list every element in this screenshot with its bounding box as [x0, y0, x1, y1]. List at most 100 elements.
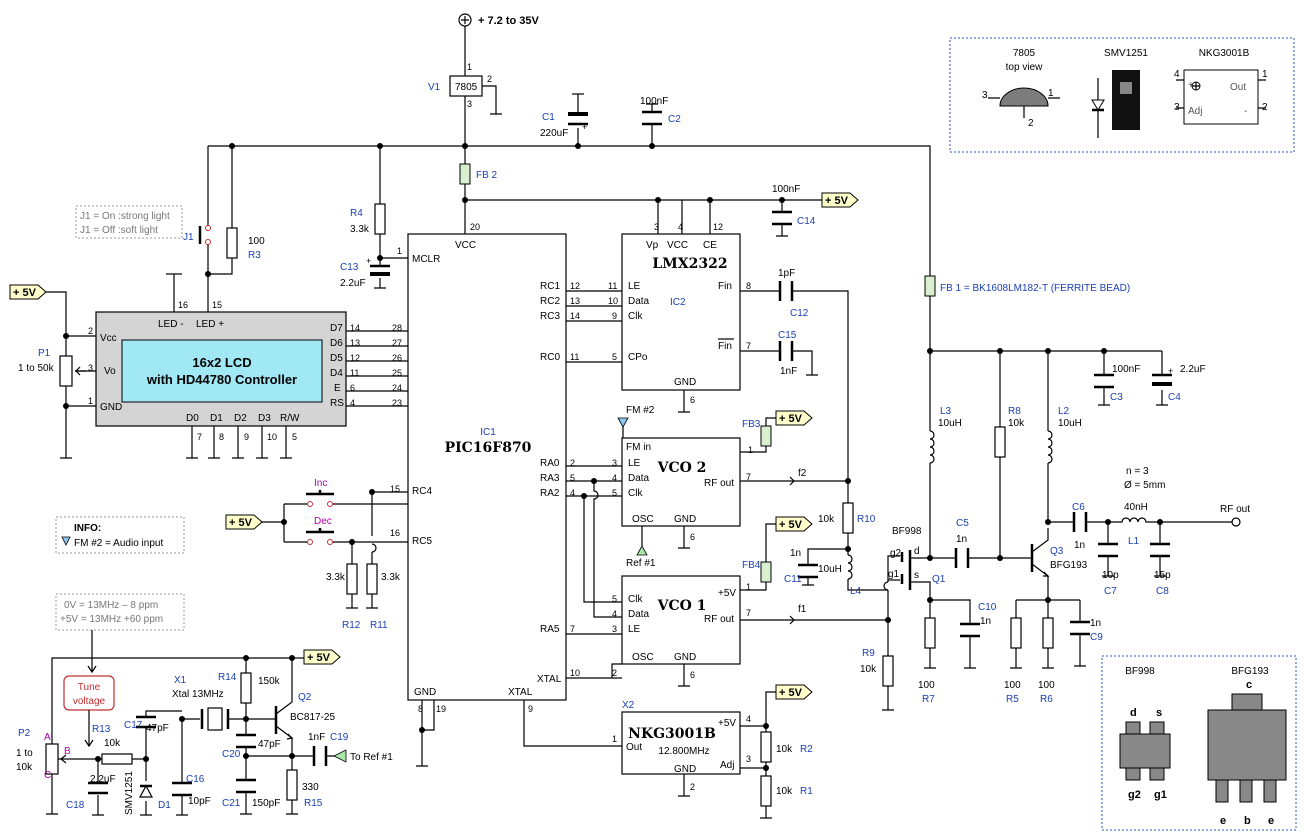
svg-text:7: 7 — [746, 608, 751, 618]
svg-text:27: 27 — [392, 338, 402, 348]
svg-text:+ 5V: + 5V — [779, 519, 803, 531]
svg-text:Vp: Vp — [646, 240, 659, 251]
svg-text:D2: D2 — [234, 413, 247, 424]
svg-text:GND: GND — [674, 764, 696, 775]
svg-text:3: 3 — [654, 222, 659, 232]
svg-text:RF out: RF out — [1220, 504, 1250, 515]
svg-text:4: 4 — [678, 222, 683, 232]
svg-text:1: 1 — [88, 396, 93, 406]
svg-text:XTAL: XTAL — [508, 687, 533, 698]
svg-text:100: 100 — [918, 680, 935, 691]
ref-output-icon — [333, 749, 347, 763]
svg-text:7: 7 — [746, 341, 751, 351]
svg-text:C2: C2 — [668, 114, 681, 125]
pic-vco-wiring — [566, 465, 622, 679]
svg-text:+5V: +5V — [718, 718, 736, 729]
svg-text:FB 2: FB 2 — [476, 170, 498, 181]
svg-text:Data: Data — [628, 473, 650, 484]
svg-text:25: 25 — [392, 368, 402, 378]
svg-text:150pF: 150pF — [252, 798, 280, 809]
svg-text:1: 1 — [748, 445, 753, 455]
svg-text:1nF: 1nF — [780, 366, 797, 377]
lcd-right-pins: D7 D6 D5 D4 E RS 14 13 12 11 6 4 28 27 2… — [330, 323, 408, 409]
resistor-r14 — [240, 672, 252, 704]
svg-text:100nF: 100nF — [1112, 364, 1140, 375]
svg-text:4: 4 — [612, 609, 617, 619]
svg-text:11: 11 — [350, 368, 359, 378]
svg-text:Q1: Q1 — [932, 574, 946, 585]
svg-text:RC5: RC5 — [412, 536, 432, 547]
resistor-r12 — [346, 563, 358, 595]
resistor-r11 — [366, 563, 378, 595]
fb2-section: FB 2 100nF C14 + 5V — [459, 146, 859, 237]
svg-text:2.2uF: 2.2uF — [1180, 364, 1206, 375]
resistor-r13 — [101, 753, 133, 765]
svg-text:R8: R8 — [1008, 406, 1021, 417]
svg-text:7: 7 — [746, 472, 751, 482]
svg-text:1n: 1n — [1090, 618, 1101, 629]
resistor-r7 — [924, 617, 936, 649]
resistor-r9 — [882, 655, 894, 687]
svg-text:8: 8 — [418, 704, 423, 714]
pinout-legend: 7805 top view 3 1 2 SMV1251 NKG3001B Out… — [949, 37, 1295, 153]
lcd-subtitle: with HD44780 Controller — [146, 372, 297, 387]
svg-text:D7: D7 — [330, 323, 343, 334]
svg-text:10uH: 10uH — [1058, 418, 1082, 429]
resistor-r4 — [374, 203, 386, 235]
varactor-d1-icon — [138, 784, 154, 798]
ferrite-fb3 — [760, 425, 772, 447]
svg-text:D3: D3 — [258, 413, 271, 424]
svg-text:LMX2322: LMX2322 — [652, 256, 727, 272]
svg-text:C6: C6 — [1072, 502, 1085, 513]
svg-text:RA5: RA5 — [540, 624, 560, 635]
rf-out-terminal — [1231, 517, 1241, 527]
svg-text:OSC: OSC — [632, 514, 654, 525]
potentiometer-p1 — [59, 355, 73, 387]
svg-text:RC2: RC2 — [540, 296, 560, 307]
svg-text:1pF: 1pF — [778, 268, 795, 279]
svg-text:1n: 1n — [956, 534, 967, 545]
svg-text:Data: Data — [628, 296, 650, 307]
svg-text:6: 6 — [690, 532, 695, 542]
svg-text:LE: LE — [628, 458, 641, 469]
svg-text:D1: D1 — [210, 413, 223, 424]
svg-text:B: B — [64, 746, 71, 757]
svg-text:+: + — [582, 122, 587, 132]
svg-text:9: 9 — [244, 432, 249, 442]
svg-text:J1 = Off :soft light: J1 = Off :soft light — [80, 225, 158, 236]
svg-text:2: 2 — [88, 326, 93, 336]
svg-text:LE: LE — [628, 281, 641, 292]
svg-text:4: 4 — [612, 473, 617, 483]
svg-text:BC817-25: BC817-25 — [290, 712, 335, 723]
svg-text:R12: R12 — [342, 620, 361, 631]
crystal-x1 — [207, 707, 223, 731]
svg-text:100: 100 — [1038, 680, 1055, 691]
svg-text:BFG193: BFG193 — [1231, 666, 1269, 677]
svg-text:FM #2: FM #2 — [626, 405, 655, 416]
button-dec[interactable]: Dec — [314, 516, 332, 527]
svg-text:BF998: BF998 — [892, 526, 922, 537]
svg-text:RA3: RA3 — [540, 473, 560, 484]
lcd-backlight-section: J1 = On :strong light J1 = Off :soft lig… — [75, 146, 408, 302]
svg-text:Adj: Adj — [1188, 106, 1202, 117]
svg-text:BF998: BF998 — [1125, 666, 1155, 677]
svg-text:10uH: 10uH — [818, 564, 842, 575]
svg-text:GND: GND — [674, 514, 696, 525]
lcd-bottom-pins: D0 D1 D2 D3 R/W 7 8 9 10 5 — [186, 413, 300, 459]
svg-text:8: 8 — [746, 281, 751, 291]
svg-text:C13: C13 — [340, 262, 359, 273]
svg-text:R2: R2 — [800, 744, 813, 755]
svg-text:RA0: RA0 — [540, 458, 560, 469]
ferrite-fb4 — [760, 561, 772, 583]
svg-text:b: b — [1244, 815, 1251, 827]
svg-text:2: 2 — [1262, 102, 1268, 113]
svg-text:GND: GND — [100, 402, 122, 413]
svg-text:-: - — [1244, 106, 1247, 117]
button-inc[interactable]: Inc — [314, 478, 327, 489]
supply-section: + 7.2 to 35V 7805 V1 1 2 3 + C1 220uF 10… — [208, 13, 931, 356]
vco1: VCO 1 Clk Data LE 5 4 3 +5V 1 RF out 7 O… — [612, 516, 848, 687]
svg-text:g1: g1 — [1154, 789, 1167, 801]
svg-text:R9: R9 — [862, 648, 875, 659]
svg-text:2.2uF: 2.2uF — [340, 278, 366, 289]
svg-text:4: 4 — [746, 714, 751, 724]
